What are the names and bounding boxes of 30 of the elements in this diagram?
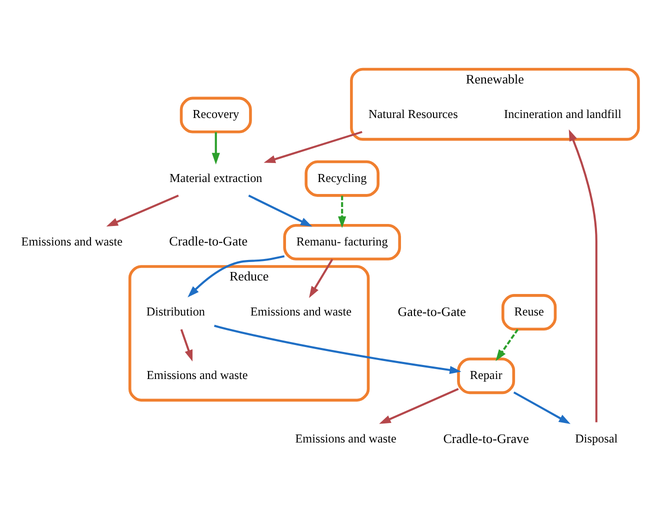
arrow bbox=[180, 329, 193, 362]
arrow bbox=[379, 388, 459, 424]
node-box: Remanu- facturing bbox=[283, 224, 401, 260]
arrow bbox=[513, 391, 570, 424]
label: Cradle-to-Grave bbox=[443, 430, 529, 446]
node-box: Reuse bbox=[501, 294, 557, 331]
node-text: Incineration and landfill bbox=[504, 107, 622, 122]
arrow bbox=[248, 194, 312, 227]
arrow bbox=[496, 328, 519, 362]
node-text: Material extraction bbox=[170, 170, 262, 185]
node-box: Recycling bbox=[304, 160, 380, 197]
arrow bbox=[106, 194, 179, 226]
node-box: Repair bbox=[457, 358, 516, 394]
arrow bbox=[212, 132, 220, 164]
arrow bbox=[214, 324, 462, 374]
node-text: Disposal bbox=[575, 432, 618, 446]
node-text: Distribution bbox=[146, 304, 206, 318]
node-text: Emissions and waste bbox=[146, 368, 248, 382]
label: Cradle-to-Gate bbox=[169, 234, 248, 249]
node-text: Natural Resources bbox=[368, 107, 458, 122]
arrow bbox=[309, 258, 334, 298]
node-text: Emissions and waste bbox=[250, 304, 352, 318]
arrow bbox=[568, 129, 598, 422]
arrow bbox=[188, 255, 285, 298]
node-text: Emissions and waste bbox=[21, 234, 122, 248]
arrow bbox=[338, 196, 346, 228]
label: Gate-to-Gate bbox=[398, 304, 466, 319]
node-text: Emissions and waste bbox=[295, 432, 396, 446]
node-box: Recovery bbox=[180, 96, 252, 134]
arrow bbox=[264, 130, 362, 164]
